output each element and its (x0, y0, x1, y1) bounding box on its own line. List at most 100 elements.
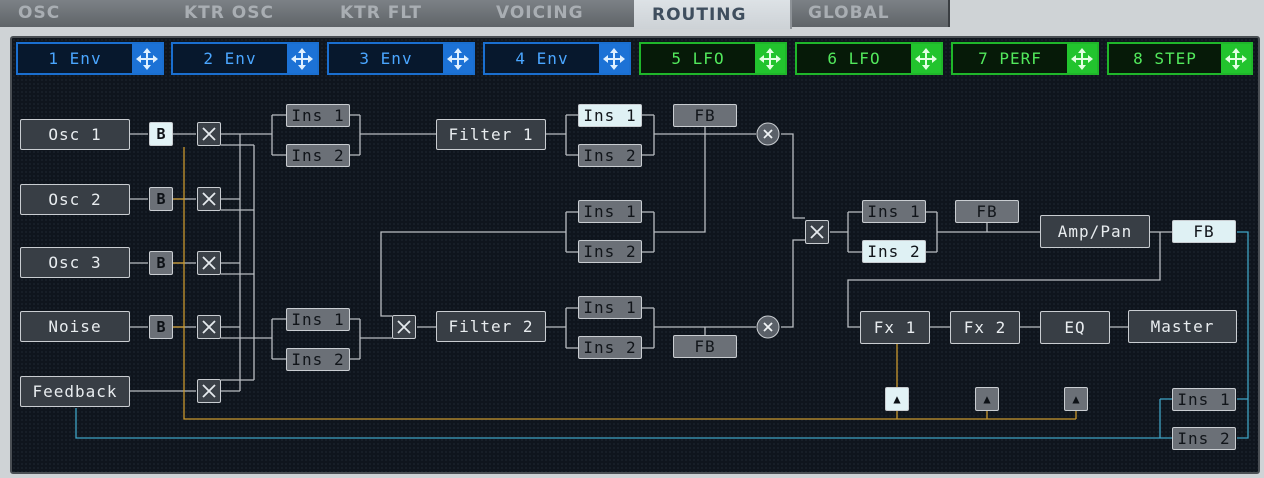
filter2-post-ins-1[interactable]: Ins 1 (578, 296, 642, 319)
cross-icon (810, 225, 824, 239)
filter2-input-switch[interactable] (392, 315, 416, 339)
filter2-fb-button[interactable]: FB (673, 335, 737, 358)
amp-pan[interactable]: Amp/Pan (1040, 215, 1150, 248)
filter1-fb-button[interactable]: FB (673, 104, 737, 127)
amp-pan-label: Amp/Pan (1057, 222, 1133, 241)
source-feedback[interactable]: Feedback (20, 376, 130, 407)
filter2-pre-ins-1[interactable]: Ins 1 (286, 308, 350, 331)
filter2-pre-ins-2[interactable]: Ins 2 (286, 348, 350, 371)
tab-ktr-flt[interactable]: KTR FLT (322, 0, 480, 27)
mod-1-env[interactable]: 1 Env (16, 42, 164, 75)
amp-fb-mid-button[interactable]: FB (955, 200, 1019, 223)
route-switch-noise[interactable] (197, 315, 221, 339)
fx-label: Fx 1 (873, 318, 917, 337)
move-arrows-icon[interactable] (1221, 44, 1251, 73)
bypass-button-osc-3[interactable]: B (149, 251, 173, 275)
filter-label: Filter 2 (448, 317, 534, 336)
filter1-pre-ins-2[interactable]: Ins 2 (286, 144, 350, 167)
source-osc-2[interactable]: Osc 2 (20, 184, 130, 215)
mod-label: 6 LFO (827, 49, 881, 68)
move-arrows-icon[interactable] (911, 44, 941, 73)
move-arrows-icon[interactable] (755, 44, 785, 73)
cross-icon (202, 256, 216, 270)
move-arrows-icon[interactable] (599, 44, 629, 73)
tab-ktr-osc[interactable]: KTR OSC (166, 0, 324, 27)
send-ins-2[interactable]: Ins 2 (1172, 427, 1236, 450)
tab-label: KTR OSC (184, 3, 274, 23)
filter-2[interactable]: Filter 2 (436, 311, 546, 342)
mod-7-perf[interactable]: 7 PERF (951, 42, 1099, 75)
move-arrows-icon[interactable] (132, 44, 162, 73)
fx-1[interactable]: Fx 1 (860, 311, 930, 344)
amp-ins-2[interactable]: Ins 2 (862, 240, 926, 263)
mod-label: 3 Env (359, 49, 413, 68)
mod-5-lfo[interactable]: 5 LFO (639, 42, 787, 75)
send-ins-1[interactable]: Ins 1 (1172, 388, 1236, 411)
filter-1[interactable]: Filter 1 (436, 119, 546, 150)
source-label: Osc 3 (48, 253, 102, 272)
parallel-ins-2[interactable]: Ins 2 (578, 240, 642, 263)
eq[interactable]: EQ (1040, 311, 1110, 344)
mod-label: 4 Env (515, 49, 569, 68)
move-arrows-icon[interactable] (443, 44, 473, 73)
filter-combine-switch[interactable] (805, 220, 829, 244)
mod-label: 5 LFO (671, 49, 725, 68)
trigger-up-icon[interactable]: ▲ (1064, 387, 1088, 411)
filter1-post-ins-2[interactable]: Ins 2 (578, 144, 642, 167)
tab-routing[interactable]: ROUTING (634, 0, 792, 29)
source-label: Osc 1 (48, 125, 102, 144)
tab-osc[interactable]: OSC (0, 0, 168, 27)
cross-icon (202, 320, 216, 334)
mod-label: 1 Env (48, 49, 102, 68)
cross-icon (202, 384, 216, 398)
route-switch-osc-2[interactable] (197, 187, 221, 211)
parallel-ins-1[interactable]: Ins 1 (578, 200, 642, 223)
cross-icon (202, 192, 216, 206)
cross-icon (202, 127, 216, 141)
route-switch-osc-3[interactable] (197, 251, 221, 275)
master[interactable]: Master (1128, 310, 1237, 343)
mixer-circle-icon[interactable] (756, 315, 780, 339)
bypass-button-noise[interactable]: B (149, 315, 173, 339)
trigger-up-icon[interactable]: ▲ (885, 387, 909, 411)
tab-label: ROUTING (652, 5, 747, 25)
fx-2[interactable]: Fx 2 (950, 311, 1020, 344)
route-switch-osc-1[interactable] (197, 122, 221, 146)
fx-label: Fx 2 (963, 318, 1007, 337)
mod-3-env[interactable]: 3 Env (327, 42, 475, 75)
tab-label: KTR FLT (340, 3, 423, 23)
source-noise[interactable]: Noise (20, 311, 130, 342)
tab-label: VOICING (496, 3, 584, 23)
mod-label: 8 STEP (1133, 49, 1197, 68)
amp-ins-1[interactable]: Ins 1 (862, 200, 926, 223)
mod-2-env[interactable]: 2 Env (171, 42, 319, 75)
move-arrows-icon[interactable] (1067, 44, 1097, 73)
filter2-post-ins-2[interactable]: Ins 2 (578, 336, 642, 359)
tab-global[interactable]: GLOBAL (790, 0, 950, 27)
filter1-pre-ins-1[interactable]: Ins 1 (286, 104, 350, 127)
source-label: Noise (48, 317, 102, 336)
mod-8-step[interactable]: 8 STEP (1107, 42, 1253, 75)
trigger-up-icon[interactable]: ▲ (975, 387, 999, 411)
bypass-button-osc-2[interactable]: B (149, 187, 173, 211)
mixer-circle-icon[interactable] (756, 122, 780, 146)
tab-label: OSC (18, 3, 61, 23)
source-osc-3[interactable]: Osc 3 (20, 247, 130, 278)
move-arrows-icon[interactable] (287, 44, 317, 73)
mod-label: 2 Env (203, 49, 257, 68)
tab-label: GLOBAL (808, 3, 890, 23)
source-label: Osc 2 (48, 190, 102, 209)
mod-6-lfo[interactable]: 6 LFO (795, 42, 943, 75)
bypass-button-osc-1[interactable]: B (149, 122, 173, 146)
cross-icon (397, 320, 411, 334)
filter1-post-ins-1[interactable]: Ins 1 (578, 104, 642, 127)
source-osc-1[interactable]: Osc 1 (20, 119, 130, 150)
amp-fb-out-button[interactable]: FB (1172, 220, 1236, 243)
fx-label: Master (1150, 317, 1215, 336)
filter-label: Filter 1 (448, 125, 534, 144)
route-switch-feedback[interactable] (197, 379, 221, 403)
source-label: Feedback (32, 382, 118, 401)
mod-4-env[interactable]: 4 Env (483, 42, 631, 75)
